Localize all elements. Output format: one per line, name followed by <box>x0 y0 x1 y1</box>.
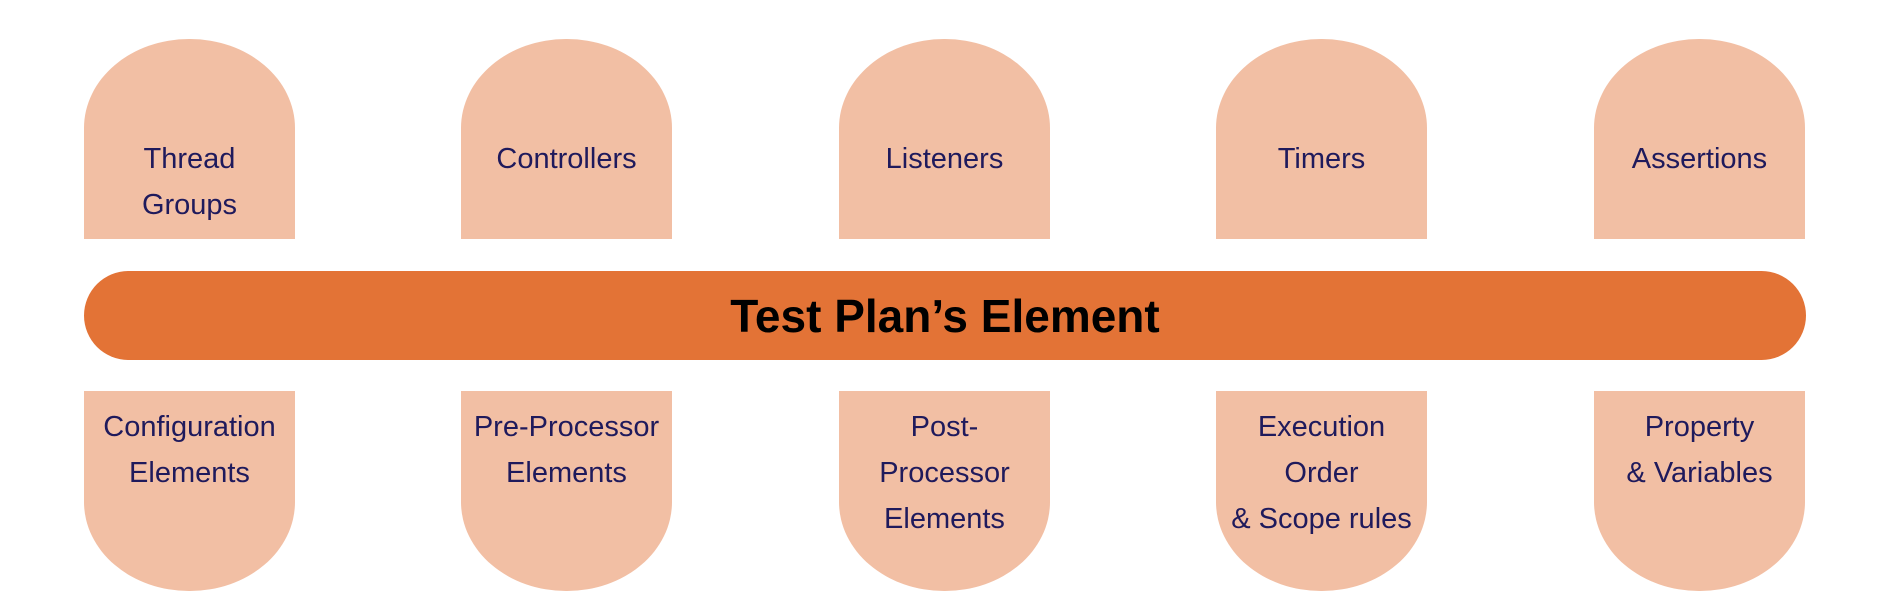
card-label-line: Elements <box>506 457 627 489</box>
card-label-line: Timers <box>1277 143 1366 175</box>
card-label-line: Property <box>1644 411 1755 443</box>
top-element-card: Controllers <box>461 39 672 239</box>
top-element-card: Listeners <box>839 39 1050 239</box>
card-label-line: & Scope rules <box>1231 503 1412 535</box>
diagram-title: Test Plan’s Element <box>730 289 1160 342</box>
card-label-line: Post- <box>910 411 979 443</box>
card-label-line: Elements <box>129 457 250 489</box>
card-label-line: Elements <box>884 503 1005 535</box>
card-label-line: & Variables <box>1626 457 1773 489</box>
card-label-line: Controllers <box>496 143 637 175</box>
card-label-line: Processor <box>879 457 1010 489</box>
card-label-line: Pre-Processor <box>473 411 660 443</box>
top-element-card: Assertions <box>1594 39 1805 239</box>
card-label-line: Configuration <box>103 411 276 443</box>
card-label-line: Execution <box>1257 411 1386 443</box>
card-label-line: Order <box>1284 457 1359 489</box>
bottom-element-card: Property & Variables <box>1594 391 1805 591</box>
card-label-line: Listeners <box>885 143 1004 175</box>
card-label-line: Assertions <box>1631 143 1768 175</box>
card-label-line: Groups <box>141 189 238 221</box>
top-element-card: Timers <box>1216 39 1427 239</box>
test-plan-element-bar: Test Plan’s Element <box>84 271 1806 360</box>
card-label-line: Thread <box>143 143 236 175</box>
